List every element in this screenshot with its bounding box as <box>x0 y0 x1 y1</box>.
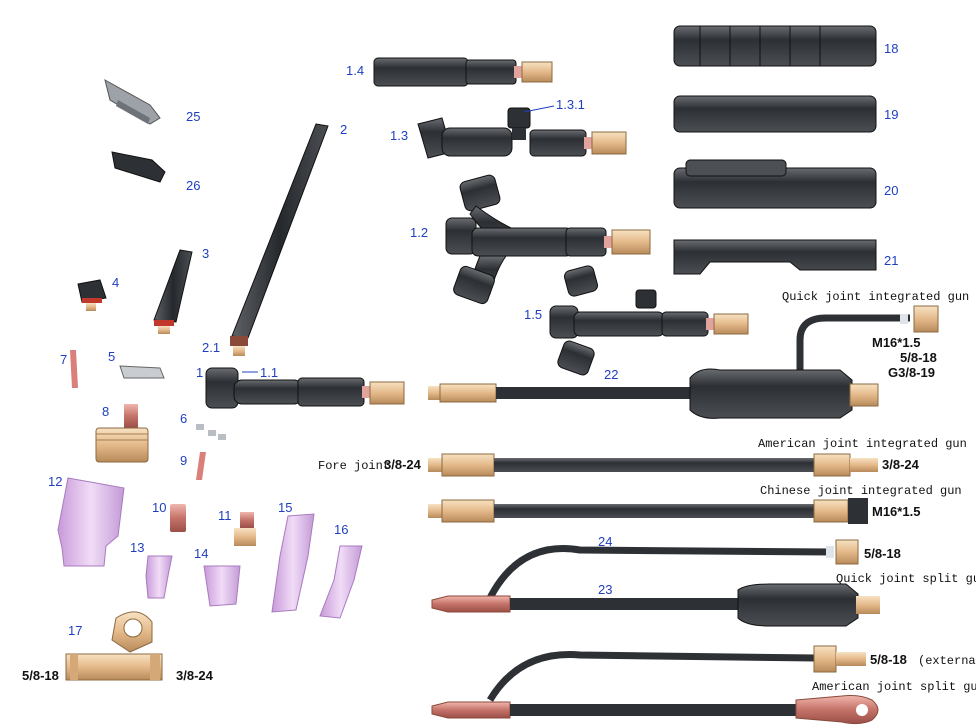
label-15: 15 <box>278 500 292 515</box>
label-10: 10 <box>152 500 166 515</box>
label-14: 14 <box>194 546 208 561</box>
label-19: 19 <box>884 107 898 122</box>
part-1-torch-head <box>205 367 405 409</box>
part-9-electrode <box>196 452 206 480</box>
label-11: 11 <box>218 508 232 523</box>
label-p17-left: 5/8-18 <box>22 668 59 683</box>
part-8-gas-lens <box>95 404 149 463</box>
part-1-4-handle <box>373 57 553 87</box>
label-american-integrated: American joint integrated gun <box>758 437 967 451</box>
part-21-handle-half <box>673 239 877 275</box>
label-23: 23 <box>598 582 612 597</box>
label-21: 21 <box>884 253 898 268</box>
cable-22-quick-integrated <box>428 305 939 419</box>
leader-lines <box>242 105 555 373</box>
label-20: 20 <box>884 183 898 198</box>
part-17-adapter <box>65 611 163 681</box>
label-24: 24 <box>598 534 612 549</box>
part-4-button-cap <box>77 279 107 311</box>
label-fore-joint: Fore joint <box>318 459 390 473</box>
label-fore-thread: 3/8-24 <box>384 457 422 472</box>
label-4: 4 <box>112 275 119 290</box>
label-16: 16 <box>334 522 348 537</box>
part-1-2-flex-torch <box>445 174 651 305</box>
part-13-nozzle <box>145 555 173 599</box>
part-3-short-back-cap <box>153 249 193 334</box>
label-13: 13 <box>130 540 144 555</box>
label-quick-split: Quick joint split gun <box>836 572 976 586</box>
label-1-5: 1.5 <box>524 307 542 322</box>
part-2-long-back-cap <box>230 123 329 356</box>
label-quick-integrated: Quick joint integrated gun <box>782 290 969 304</box>
label-thread-58b: 5/8-18 <box>864 546 901 561</box>
part-6-small-parts <box>196 424 226 440</box>
label-5: 5 <box>108 349 115 364</box>
label-17: 17 <box>68 623 82 638</box>
part-5-clip <box>119 365 165 379</box>
part-11-gas-lens <box>234 512 256 546</box>
cable-american-integrated <box>428 453 878 477</box>
label-p17-right: 3/8-24 <box>176 668 214 683</box>
label-6: 6 <box>180 411 187 426</box>
part-20-handle-shell <box>673 159 877 209</box>
part-1-5-flex-valve-torch <box>549 265 749 376</box>
label-1-1: 1.1 <box>260 365 278 380</box>
label-12: 12 <box>48 474 62 489</box>
label-22: 22 <box>604 367 618 382</box>
part-number-labels: 25 26 2 3 4 2.1 1 1.1 7 5 8 6 9 12 10 11… <box>48 41 898 638</box>
label-thread-m16: M16*1.5 <box>872 335 920 350</box>
descriptive-labels: Quick joint integrated gun M16*1.5 5/8-1… <box>22 290 976 694</box>
label-8: 8 <box>102 404 109 419</box>
label-18: 18 <box>884 41 898 56</box>
label-1-3: 1.3 <box>390 128 408 143</box>
cable-american-split <box>431 645 879 725</box>
label-2: 2 <box>340 122 347 137</box>
label-thread-58-ext: 5/8-18 <box>870 652 907 667</box>
label-thread-58: 5/8-18 <box>900 350 937 365</box>
label-1-3-1: 1.3.1 <box>556 97 585 112</box>
label-3: 3 <box>202 246 209 261</box>
label-american-split: American joint split gun <box>812 680 976 694</box>
label-ext-note: (external) <box>918 654 976 668</box>
part-10-collet-body <box>170 504 186 532</box>
part-18-ribbed-handle <box>673 25 877 67</box>
part-14-nozzle <box>203 565 241 607</box>
label-chinese-integrated: Chinese joint integrated gun <box>760 484 962 498</box>
label-thread-m16b: M16*1.5 <box>872 504 920 519</box>
cable-chinese-integrated <box>428 498 868 524</box>
label-25: 25 <box>186 109 200 124</box>
cable-23-24-quick-split <box>431 539 880 627</box>
label-thread-g38: G3/8-19 <box>888 365 935 380</box>
label-1-4: 1.4 <box>346 63 364 78</box>
label-26: 26 <box>186 178 200 193</box>
label-thread-38: 3/8-24 <box>882 457 920 472</box>
part-25-clip <box>104 79 161 125</box>
part-26-block <box>111 151 166 183</box>
part-16-long-nozzle <box>319 545 363 619</box>
label-1: 1 <box>196 365 203 380</box>
part-1-3-valve-torch <box>417 107 627 159</box>
label-1-2: 1.2 <box>410 225 428 240</box>
part-19-knurled-handle <box>673 95 877 133</box>
label-2-1: 2.1 <box>202 340 220 355</box>
part-7-electrode <box>70 350 78 388</box>
part-12-ceramic-nozzle-large <box>57 477 125 567</box>
label-9: 9 <box>180 453 187 468</box>
label-7: 7 <box>60 352 67 367</box>
part-15-long-nozzle <box>271 513 315 613</box>
